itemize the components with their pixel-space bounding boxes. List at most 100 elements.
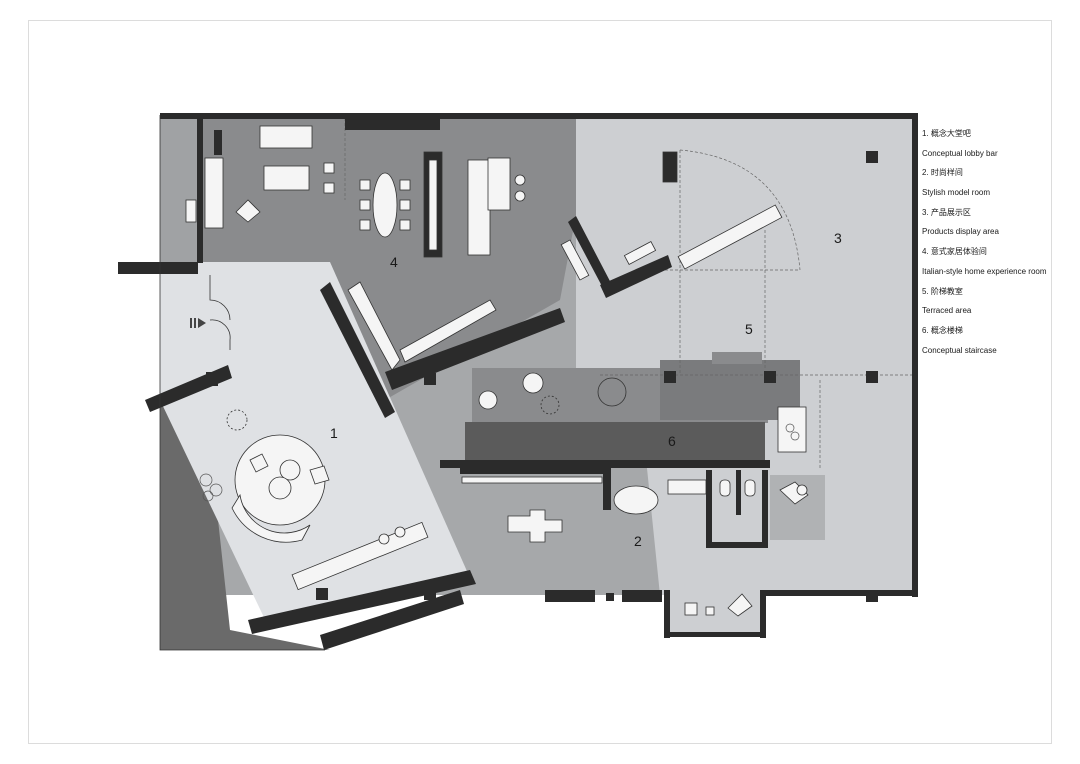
window-seg [545, 590, 595, 602]
legend-subtitle-1: Conceptual lobby bar [922, 148, 998, 158]
wall-bottom-right [760, 590, 918, 596]
corner-sofa [347, 281, 401, 371]
bar-chair [309, 465, 330, 485]
stool [514, 174, 526, 186]
cabinet-inner [428, 159, 438, 251]
chair [399, 219, 411, 231]
stair-disc [478, 390, 498, 410]
column [606, 593, 614, 601]
sample-box [662, 151, 678, 183]
chair [399, 199, 411, 211]
toilet-2 [744, 479, 756, 497]
lamp [796, 484, 808, 496]
kitchen-island [467, 159, 491, 256]
chaise [779, 481, 809, 505]
wall-room4-inner [345, 118, 440, 130]
legend-title-4: 4. 意式家居体验间 [922, 247, 987, 257]
room-number-6: 6 [668, 433, 676, 449]
legend-subtitle-6: Conceptual staircase [922, 345, 997, 355]
stool [514, 190, 526, 202]
wall-bottom-nook-b [664, 632, 766, 637]
wall-room4-col [214, 130, 222, 155]
room-number-1: 1 [330, 425, 338, 441]
bar-chair [249, 453, 269, 473]
dining-table [372, 172, 398, 238]
bench [667, 479, 707, 495]
wall-left-top [118, 262, 198, 274]
legend-title-2: 2. 时尚样间 [922, 168, 963, 178]
wall-wc-1 [706, 470, 712, 548]
room-number-3: 3 [834, 230, 842, 246]
kitchen-island-2 [487, 157, 511, 211]
sofa [259, 125, 313, 149]
wall-top-left [197, 118, 203, 263]
floor-left-strip [160, 118, 200, 263]
wall-wc-3 [762, 470, 768, 548]
wardrobe [204, 157, 224, 229]
column [866, 371, 878, 383]
curved-sofa [231, 493, 311, 543]
counter-stool [378, 533, 390, 545]
stair-lower [465, 422, 765, 462]
plant-icon [199, 423, 800, 502]
bed-long [461, 476, 603, 484]
wall-wc-bottom [706, 542, 768, 548]
entry-stool [705, 606, 715, 616]
column [866, 151, 878, 163]
bathtub [613, 485, 659, 515]
legend-subtitle-4: Italian-style home experience room [922, 266, 1047, 276]
legend-subtitle-3: Products display area [922, 227, 999, 237]
bar-stool-dashed [226, 409, 248, 431]
wall-top [160, 113, 918, 119]
bath-vanity [777, 406, 807, 453]
wall-bottom-nook-l [664, 590, 670, 638]
entry-stool [684, 602, 698, 616]
wall-bottom-nook-r [760, 590, 766, 638]
entry-chair [727, 593, 753, 617]
wall-right [912, 113, 918, 597]
thin-walls [159, 115, 325, 651]
sofa-2 [263, 165, 310, 191]
display-bench [623, 241, 657, 265]
wall-diag-upper [568, 216, 612, 290]
wall-room2-post [603, 468, 611, 510]
chair [359, 219, 371, 231]
wall-diag-room4b [385, 308, 565, 390]
legend-subtitle-2: Stylish model room [922, 188, 991, 198]
stair-top [660, 360, 800, 420]
column [206, 372, 218, 386]
column [424, 373, 436, 385]
column [316, 588, 328, 600]
bar-stool [279, 459, 301, 481]
column [424, 588, 436, 600]
stair-disc [522, 372, 544, 394]
wall-lobby-bottom [248, 570, 476, 634]
display-ramp [677, 204, 783, 270]
room-number-4: 4 [390, 254, 398, 270]
coffee-table [323, 162, 335, 174]
walls [118, 113, 918, 650]
window-seg [622, 590, 662, 602]
legend-title-6: 6. 概念楼梯 [922, 325, 963, 335]
legend-title-5: 5. 阶梯教室 [922, 286, 963, 296]
column [764, 371, 776, 383]
side-unit [560, 239, 590, 281]
long-sofa [399, 299, 497, 363]
side-table [323, 182, 335, 194]
column [424, 118, 434, 130]
lobby-counter [291, 521, 429, 591]
wall-bottom-slab [320, 590, 464, 650]
stair-top-step [712, 352, 762, 364]
stair-disc-dashed [597, 377, 627, 407]
arm-chair [235, 199, 261, 223]
room-number-5: 5 [745, 321, 753, 337]
stair-disc-dashed [540, 395, 560, 415]
chair [359, 199, 371, 211]
room-number-2: 2 [634, 533, 642, 549]
wall-stair-bar [440, 460, 770, 468]
bar-stool [268, 476, 292, 500]
legend-subtitle-5: Terraced area [922, 306, 972, 316]
entry-arrow-icon [190, 318, 206, 328]
chair [399, 179, 411, 191]
